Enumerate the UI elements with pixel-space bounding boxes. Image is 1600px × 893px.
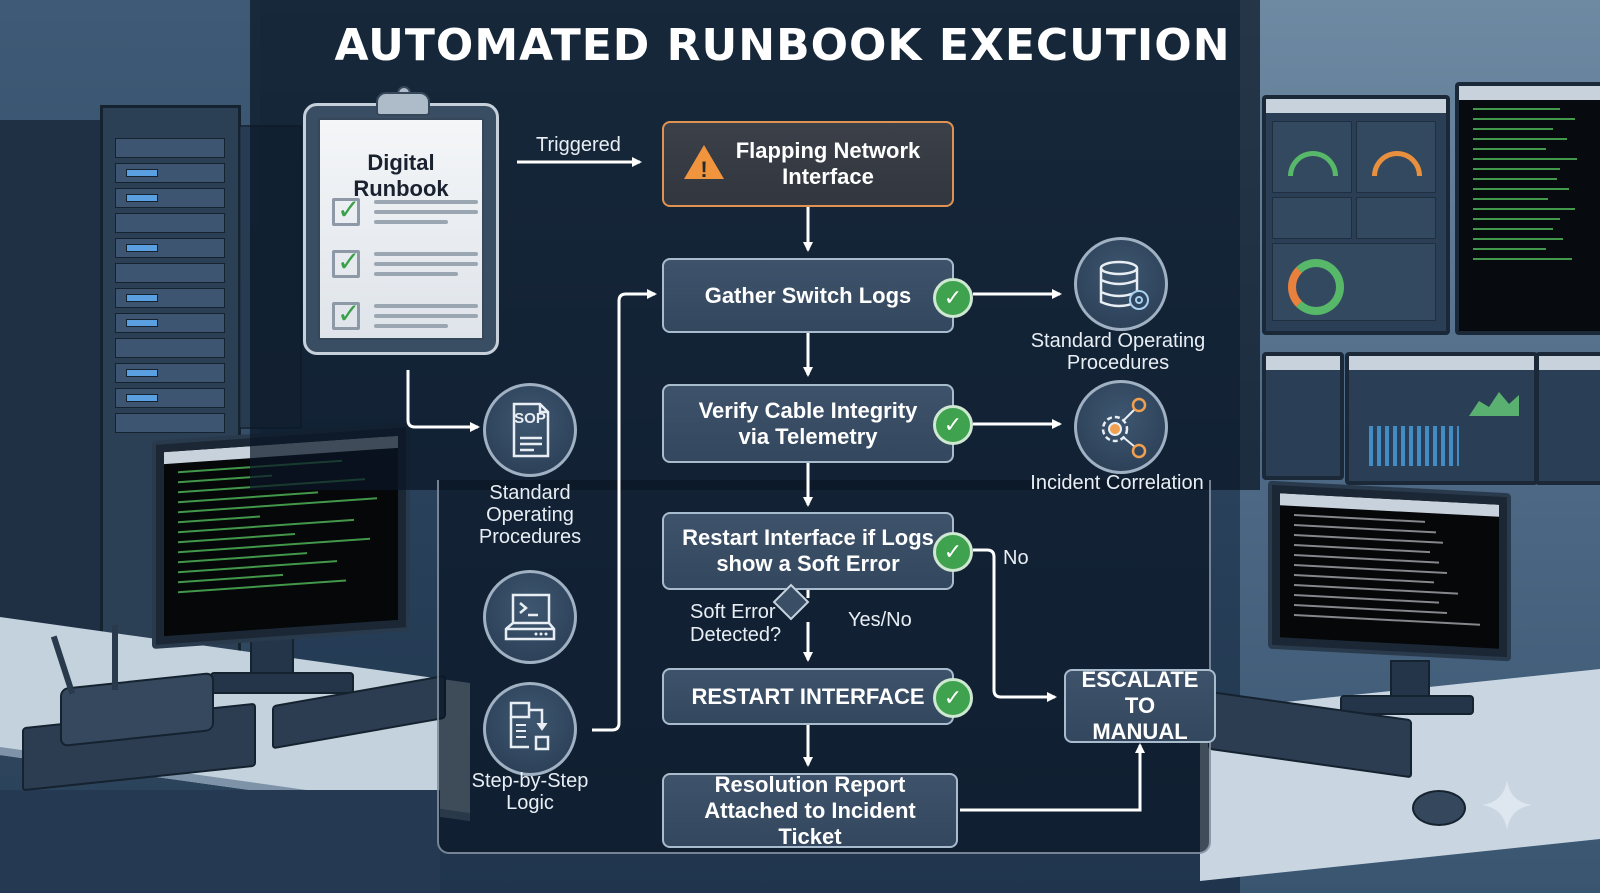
gear-network-icon bbox=[1074, 380, 1168, 474]
runbook-title: Digital Runbook bbox=[353, 150, 449, 201]
checklist-item: ✓ bbox=[332, 246, 482, 280]
step-verify-cable-integrity[interactable]: Verify Cable Integrity via Telemetry bbox=[662, 384, 954, 463]
step-resolution-report[interactable]: Resolution Report Attached to Incident T… bbox=[662, 771, 958, 849]
edge-label-no: No bbox=[1003, 547, 1029, 569]
checklist-item: ✓ bbox=[332, 298, 482, 332]
analytics-monitor bbox=[1345, 352, 1538, 485]
label-standard-operating-procedures: Standard Operating Procedures bbox=[478, 482, 582, 548]
clipboard-clip bbox=[376, 92, 430, 116]
sparkle-icon bbox=[1482, 780, 1532, 830]
log-terminal bbox=[1455, 82, 1600, 335]
checkmark-icon: ✓ bbox=[337, 246, 361, 277]
gauge-monitor bbox=[1262, 352, 1344, 480]
database-gear-icon bbox=[1074, 237, 1168, 331]
label-standard-operating-procedures-right: Standard Operating Procedures bbox=[1030, 330, 1206, 374]
network-stats-dashboard bbox=[1262, 95, 1450, 335]
success-check-icon: ✓ bbox=[933, 405, 973, 445]
checklist-item: ✓ bbox=[332, 194, 482, 228]
arrow-clipboard-to-sop bbox=[406, 370, 480, 432]
trigger-label: Flapping Network Interface bbox=[735, 138, 921, 189]
diagram-title: AUTOMATED RUNBOOK EXECUTION bbox=[334, 20, 1231, 71]
step-gather-switch-logs[interactable]: Gather Switch Logs bbox=[662, 258, 954, 333]
checkbox-icon: ✓ bbox=[332, 246, 360, 278]
router-antenna bbox=[112, 625, 118, 690]
checkmark-icon: ✓ bbox=[337, 298, 361, 329]
arrow-no-to-escalate bbox=[973, 548, 1057, 702]
checkbox-icon: ✓ bbox=[332, 194, 360, 226]
monitor bbox=[1535, 352, 1600, 485]
desk-drawers bbox=[0, 790, 440, 893]
label-step-by-step-logic: Step-by-Step Logic bbox=[471, 770, 589, 814]
escalate-to-manual[interactable]: ESCALATE TO MANUAL bbox=[1064, 667, 1216, 744]
step-label: Resolution Report Attached to Incident T… bbox=[704, 771, 916, 849]
arrow-logic-to-gather bbox=[592, 289, 657, 732]
trigger-flapping-interface[interactable]: ! Flapping Network Interface bbox=[662, 121, 954, 207]
decision-label: Soft Error Detected? bbox=[690, 601, 782, 646]
step-restart-if-soft-error[interactable]: Restart Interface if Logs show a Soft Er… bbox=[662, 512, 954, 590]
digital-runbook-clipboard: Digital Runbook ✓ ✓ ✓ bbox=[303, 86, 499, 355]
edge-label-triggered: Triggered bbox=[536, 134, 621, 156]
success-check-icon: ✓ bbox=[933, 678, 973, 718]
escalate-label: ESCALATE TO MANUAL bbox=[1081, 667, 1199, 744]
checkbox-icon: ✓ bbox=[332, 298, 360, 330]
monitor-base bbox=[1340, 695, 1474, 715]
step-restart-interface[interactable]: RESTART INTERFACE bbox=[662, 668, 954, 725]
checkmark-icon: ✓ bbox=[337, 194, 361, 225]
edge-label-yes-no: Yes/No bbox=[848, 609, 912, 631]
warning-triangle-icon bbox=[684, 145, 724, 179]
step-label: Gather Switch Logs bbox=[704, 282, 912, 308]
arrow-report-to-escalate bbox=[960, 743, 1145, 812]
step-label: Restart Interface if Logs show a Soft Er… bbox=[682, 525, 934, 576]
server-rack-side bbox=[0, 120, 102, 680]
server-rack bbox=[100, 105, 241, 671]
terminal-server-icon bbox=[483, 570, 577, 664]
runbook-paper: Digital Runbook ✓ ✓ ✓ bbox=[318, 118, 484, 340]
mouse bbox=[1412, 790, 1466, 826]
sop-badge: SOP bbox=[514, 410, 546, 427]
success-check-icon: ✓ bbox=[933, 532, 973, 572]
success-check-icon: ✓ bbox=[933, 278, 973, 318]
step-label: RESTART INTERFACE bbox=[691, 683, 925, 709]
step-label: Verify Cable Integrity via Telemetry bbox=[698, 397, 918, 449]
workflow-logic-icon bbox=[483, 682, 577, 776]
label-incident-correlation: Incident Correlation bbox=[1030, 472, 1204, 494]
sop-document-icon: SOP bbox=[483, 383, 577, 477]
